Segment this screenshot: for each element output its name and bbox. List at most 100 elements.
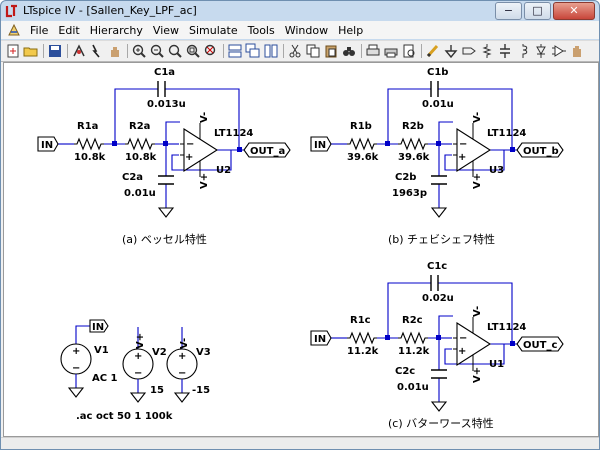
- zoom-full-icon[interactable]: [167, 43, 183, 59]
- toolbar: [1, 40, 599, 62]
- copy-icon[interactable]: [305, 43, 321, 59]
- title-bar[interactable]: LTspice IV - [Sallen_Key_LPF_ac] − □ ✕: [1, 1, 599, 20]
- zoom-out-icon[interactable]: [149, 43, 165, 59]
- svg-text:11.2k: 11.2k: [398, 346, 430, 357]
- print-icon[interactable]: [383, 43, 399, 59]
- cut-icon[interactable]: [287, 43, 303, 59]
- capacitor-c1c[interactable]: C1c 0.02u: [422, 261, 454, 304]
- opamp-u3[interactable]: − + LT1124 U3 V- V+: [453, 112, 526, 189]
- minimize-button[interactable]: −: [495, 2, 522, 20]
- resistor-r1b[interactable]: R1b 39.6k: [346, 121, 379, 163]
- move-icon[interactable]: [569, 43, 585, 59]
- cancel-zoom-icon[interactable]: [203, 43, 219, 59]
- net-label-out-c[interactable]: OUT_c: [516, 336, 564, 352]
- close-button[interactable]: ✕: [553, 2, 595, 20]
- svg-text:V2: V2: [152, 347, 167, 358]
- opamp-u2[interactable]: − + LT1124 U2 V- V+: [180, 112, 253, 189]
- net-label-in-b[interactable]: IN: [310, 136, 332, 152]
- find-icon[interactable]: [341, 43, 357, 59]
- label-net-icon[interactable]: [461, 43, 477, 59]
- menu-file[interactable]: File: [30, 23, 49, 37]
- ground-icon[interactable]: [443, 43, 459, 59]
- opamp-u1[interactable]: − + LT1124 U1 V- V+: [453, 306, 526, 383]
- svg-text:C1c: C1c: [427, 261, 447, 272]
- svg-text:V+: V+: [472, 367, 483, 383]
- run-icon[interactable]: [89, 43, 105, 59]
- menu-edit[interactable]: Edit: [58, 23, 80, 37]
- zoom-fit-icon[interactable]: [185, 43, 201, 59]
- resistor-r2c[interactable]: R2c 11.2k: [397, 315, 430, 357]
- net-label-out-b[interactable]: OUT_b: [516, 142, 564, 158]
- schematic-drawing[interactable]: IN R1a 10.8k R2a 10.8k C1a: [4, 63, 598, 436]
- svg-text:−: −: [134, 368, 142, 379]
- print-preview-icon[interactable]: [401, 43, 417, 59]
- capacitor-c1b[interactable]: C1b 0.01u: [422, 67, 454, 110]
- svg-text:IN: IN: [92, 322, 104, 333]
- new-schematic-icon[interactable]: [5, 43, 21, 59]
- capacitor-c1a[interactable]: C1a 0.013u: [147, 67, 186, 110]
- save-icon[interactable]: [47, 43, 63, 59]
- resistor-r1a[interactable]: R1a 10.8k: [73, 121, 106, 163]
- capacitor-c2b[interactable]: C2b 1963p: [392, 172, 447, 199]
- svg-text:+: +: [458, 152, 466, 163]
- inductor-icon[interactable]: [515, 43, 531, 59]
- resistor-r2a[interactable]: R2a 10.8k: [124, 121, 157, 163]
- svg-text:LT1124: LT1124: [487, 128, 526, 139]
- svg-text:U2: U2: [216, 165, 231, 176]
- window-title: LTspice IV - [Sallen_Key_LPF_ac]: [23, 4, 197, 17]
- component-icon[interactable]: [551, 43, 567, 59]
- control-panel-icon[interactable]: [71, 43, 87, 59]
- caption-c: (c) バターワース特性: [388, 416, 494, 430]
- ground-b[interactable]: [431, 207, 447, 218]
- menu-help[interactable]: Help: [338, 23, 364, 37]
- menu-simulate[interactable]: Simulate: [189, 23, 238, 37]
- svg-text:OUT_b: OUT_b: [523, 146, 559, 157]
- svg-text:15: 15: [150, 385, 164, 396]
- ground-c[interactable]: [431, 401, 447, 412]
- svg-text:IN: IN: [314, 140, 326, 151]
- svg-text:10.8k: 10.8k: [125, 152, 157, 163]
- voltage-source-v3[interactable]: V- + − V3 -15: [166, 327, 211, 403]
- zoom-in-icon[interactable]: [131, 43, 147, 59]
- menu-tools[interactable]: Tools: [247, 23, 275, 37]
- maximize-button[interactable]: □: [524, 2, 551, 20]
- resistor-icon[interactable]: [479, 43, 495, 59]
- tile-horizontal-icon[interactable]: [227, 43, 243, 59]
- voltage-source-v2[interactable]: V+ + − V2 15: [122, 327, 167, 403]
- svg-text:0.01u: 0.01u: [422, 99, 454, 110]
- schematic-canvas[interactable]: IN R1a 10.8k R2a 10.8k C1a: [3, 62, 599, 437]
- diode-icon[interactable]: [533, 43, 549, 59]
- svg-text:+: +: [178, 351, 186, 362]
- net-label-out-a[interactable]: OUT_a: [243, 142, 291, 158]
- svg-text:−: −: [459, 139, 467, 150]
- voltage-source-v1[interactable]: IN + − V1 AC 1: [60, 319, 118, 398]
- menu-window[interactable]: Window: [284, 23, 329, 37]
- net-label-in-c[interactable]: IN: [310, 330, 332, 346]
- print-setup-icon[interactable]: [365, 43, 381, 59]
- draw-wire-icon[interactable]: [425, 43, 441, 59]
- schematic-system-menu-icon[interactable]: [7, 23, 21, 37]
- svg-text:+: +: [185, 152, 193, 163]
- sources: IN + − V1 AC 1 V+ + −: [60, 319, 211, 422]
- capacitor-icon[interactable]: [497, 43, 513, 59]
- circuit-b: IN R1b 39.6k R2b 39.6k C1b 0.01u: [310, 67, 564, 246]
- menu-hierarchy[interactable]: Hierarchy: [89, 23, 143, 37]
- ltspice-app-icon[interactable]: [5, 4, 19, 18]
- resistor-r1c[interactable]: R1c 11.2k: [346, 315, 379, 357]
- spice-directive[interactable]: .ac oct 50 1 100k: [76, 411, 173, 422]
- open-icon[interactable]: [23, 43, 39, 59]
- svg-text:C1a: C1a: [154, 67, 175, 78]
- svg-text:C2b: C2b: [395, 172, 416, 183]
- svg-text:39.6k: 39.6k: [398, 152, 430, 163]
- net-label-in-a[interactable]: IN: [37, 136, 59, 152]
- ground-a[interactable]: [158, 207, 174, 218]
- menu-view[interactable]: View: [152, 23, 180, 37]
- resistor-r2b[interactable]: R2b 39.6k: [397, 121, 430, 163]
- tile-vertical-icon[interactable]: [263, 43, 279, 59]
- paste-icon[interactable]: [323, 43, 339, 59]
- cascade-icon[interactable]: [245, 43, 261, 59]
- capacitor-c2a[interactable]: C2a 0.01u: [122, 172, 174, 199]
- capacitor-c2c[interactable]: C2c 0.01u: [395, 366, 447, 393]
- pan-icon[interactable]: [107, 43, 123, 59]
